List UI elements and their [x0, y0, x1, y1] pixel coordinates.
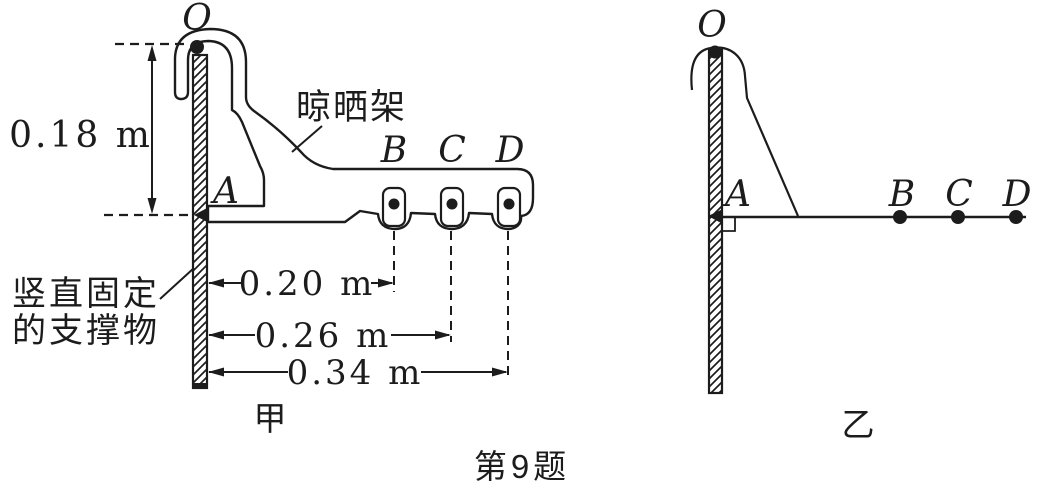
- support-label-line2: 的支撑物: [12, 312, 160, 350]
- panel-label-jia: 甲: [254, 400, 291, 437]
- point-label-o-right: O: [697, 5, 727, 46]
- point-label-d-right: D: [1002, 174, 1032, 215]
- rack-label-leader-line: [291, 125, 323, 153]
- drying-rack-outline: [173, 27, 535, 231]
- dimension-arrow-ab-right: [378, 278, 394, 288]
- dimension-arrow-oa-up: [147, 45, 157, 61]
- dimension-arrow-ac-left: [208, 330, 224, 340]
- dimension-arrow-ad-right: [492, 367, 508, 377]
- dimension-arrow-ab-left: [208, 278, 224, 288]
- dimension-text-ac: 0.26 m: [255, 316, 392, 356]
- dimension-text-ab: 0.20 m: [239, 264, 376, 304]
- point-label-a-left: A: [210, 171, 239, 212]
- point-o-dot-right: [708, 45, 722, 59]
- support-post-left-base: [193, 383, 207, 388]
- point-label-c-left: C: [438, 130, 466, 171]
- dimension-arrow-ad-left: [208, 367, 224, 377]
- point-a-marker-left: [194, 207, 209, 223]
- dimension-arrow-ac-right: [435, 330, 451, 340]
- support-label-line1: 竖直固定: [12, 275, 160, 313]
- panel-jia: O A B C D 0.18 m 0.20 m 0.26 m 0.34 m 晾晒…: [9, 0, 535, 437]
- point-label-b-right: B: [888, 174, 915, 215]
- panel-label-yi: 乙: [842, 406, 879, 443]
- point-c-dot-right: [951, 210, 965, 224]
- point-d-dot-right: [1009, 210, 1023, 224]
- figure-caption: 第9题: [474, 448, 570, 485]
- dimension-text-ad: 0.34 m: [287, 353, 424, 393]
- right-angle-symbol: [722, 218, 736, 232]
- point-label-c-right: C: [945, 174, 973, 215]
- point-b-dot-right: [893, 210, 907, 224]
- point-label-o-left: O: [182, 0, 212, 39]
- point-o-dot-left: [190, 40, 204, 54]
- panel-yi: O A B C D 乙: [690, 5, 1032, 443]
- rack-label: 晾晒架: [296, 88, 407, 127]
- point-label-a-right: A: [722, 174, 751, 215]
- point-label-b-left: B: [380, 130, 407, 171]
- point-a-marker-right: [708, 209, 723, 224]
- hook-pin-d: [503, 198, 515, 210]
- support-label-leader-line: [159, 267, 195, 300]
- point-label-d-left: D: [495, 130, 525, 171]
- dimension-text-oa: 0.18 m: [9, 115, 153, 156]
- support-post-left: [191, 53, 209, 390]
- hook-pin-b: [388, 198, 400, 210]
- hook-pin-c: [446, 198, 458, 210]
- dimension-arrow-oa-down: [147, 198, 157, 214]
